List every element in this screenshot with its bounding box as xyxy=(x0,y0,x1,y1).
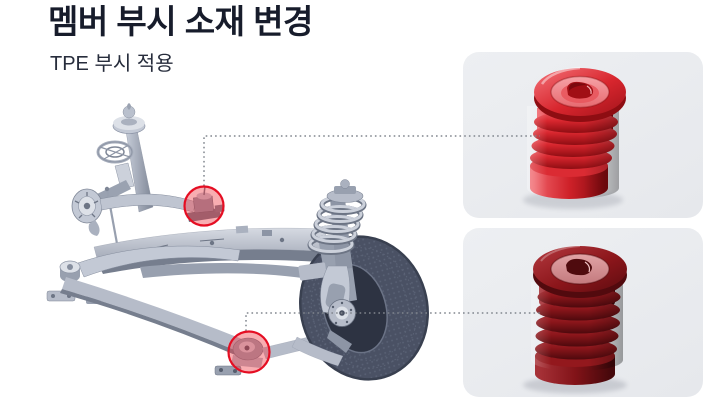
hub-knuckle-left xyxy=(71,180,131,236)
rear-member-bush-area xyxy=(214,337,264,376)
lower-control-arm xyxy=(46,245,247,357)
suspension-illustration xyxy=(46,103,429,381)
tpe-bush-dark-red-image xyxy=(523,245,627,394)
bush-flange xyxy=(533,245,627,298)
detail-panel-bottom xyxy=(463,228,703,397)
strut-assembly xyxy=(96,103,154,213)
hub-knuckle-right xyxy=(320,265,356,353)
subframe-crossmember xyxy=(93,225,336,284)
bush-flange xyxy=(534,66,626,122)
coil-spring xyxy=(307,179,367,270)
front-member-bush-area xyxy=(187,185,225,222)
wheel-tire xyxy=(299,235,429,381)
detail-panel-top xyxy=(463,52,703,218)
upper-member-bush-highlight xyxy=(183,185,225,227)
page-title: 멤버 부시 소재 변경 xyxy=(48,3,313,40)
tpe-bush-bright-red-image xyxy=(523,66,626,209)
lower-member-bush-highlight xyxy=(227,330,271,374)
page-subtitle: TPE 부시 적용 xyxy=(50,53,174,75)
